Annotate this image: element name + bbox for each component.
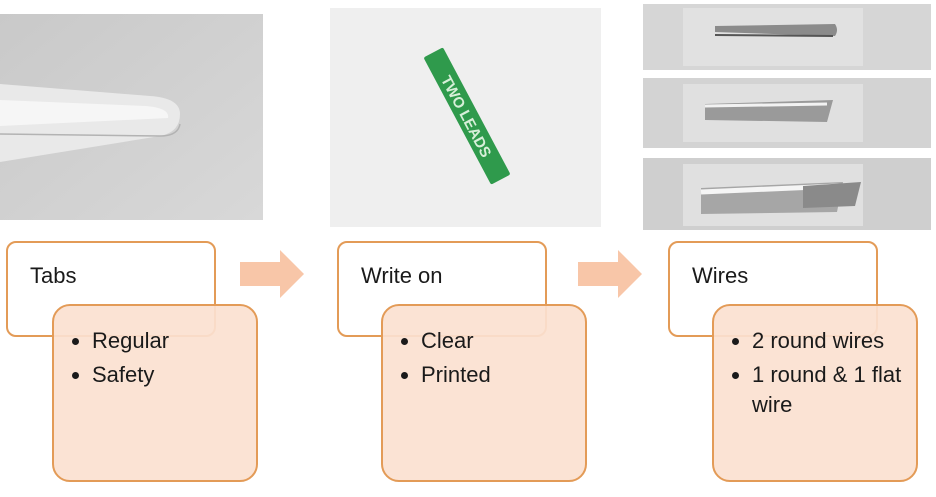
stage-item: Printed [421, 360, 585, 390]
wires-photo [643, 0, 931, 232]
stage-item: Clear [421, 326, 585, 356]
stage-item: 1 round & 1 flat wire [752, 360, 916, 420]
right-arrow-icon [240, 250, 304, 298]
stage-title-text: Tabs [30, 263, 77, 288]
stage-item: Regular [92, 326, 256, 356]
stage-write-on-detail: Clear Printed [381, 304, 587, 482]
write-on-photo: TWO LEADS [330, 8, 601, 227]
stage-item: Safety [92, 360, 256, 390]
stage-title-text: Write on [361, 263, 443, 288]
stage-item: 2 round wires [752, 326, 916, 356]
right-arrow-icon [578, 250, 642, 298]
tab-strip-photo [0, 14, 263, 220]
stage-title-text: Wires [692, 263, 749, 288]
stage-wires-detail: 2 round wires 1 round & 1 flat wire [712, 304, 918, 482]
stage-tabs-detail: Regular Safety [52, 304, 258, 482]
